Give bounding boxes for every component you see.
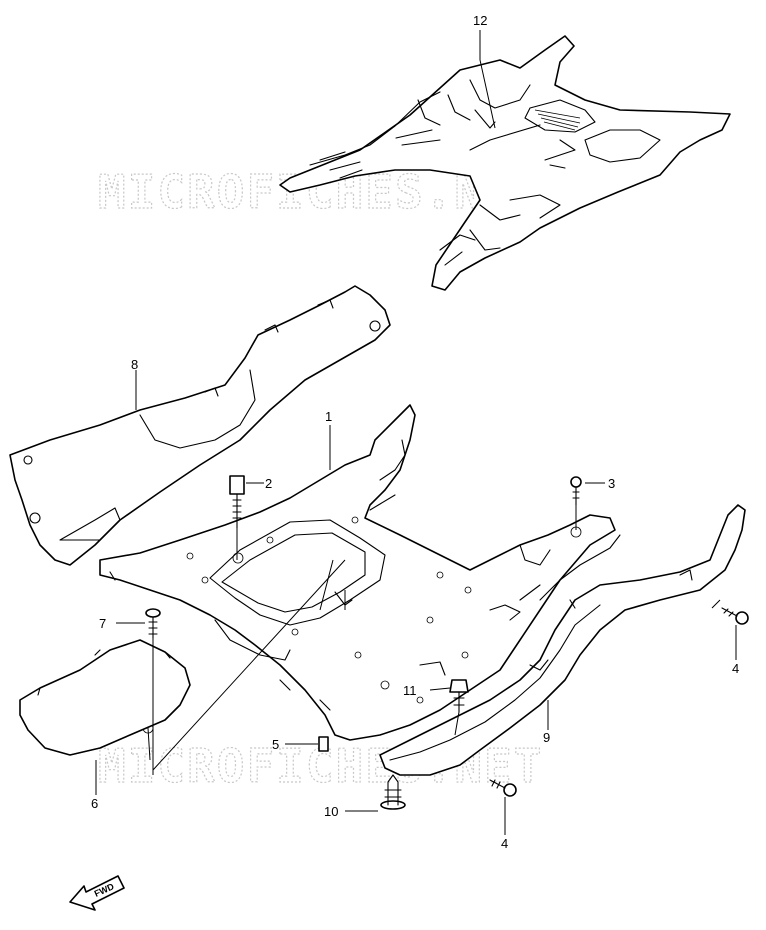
part-12-floor-mat <box>279 35 731 291</box>
part-6-lid-cover <box>19 639 191 756</box>
screw-3-icon <box>570 476 582 506</box>
callout-8: 8 <box>131 357 138 372</box>
part-1-floor-panel <box>99 404 616 741</box>
callout-4-bottom: 4 <box>501 836 508 851</box>
leader-lines <box>95 30 737 835</box>
callout-1: 1 <box>325 409 332 424</box>
fwd-arrow-icon: FWD <box>69 875 125 911</box>
callout-5: 5 <box>272 737 279 752</box>
rivet-10-icon <box>380 774 406 810</box>
callout-9: 9 <box>543 730 550 745</box>
part-8-side-cover <box>9 285 391 566</box>
callout-12: 12 <box>473 13 487 28</box>
callout-6: 6 <box>91 796 98 811</box>
callout-4-right: 4 <box>732 661 739 676</box>
clip-11-icon <box>449 679 469 713</box>
callout-11: 11 <box>403 683 417 698</box>
callout-2: 2 <box>265 476 272 491</box>
screw-4-right-icon <box>721 607 749 625</box>
part-9-side-frame <box>379 504 746 776</box>
nut-5-icon <box>318 736 329 752</box>
callouts: 12 8 1 2 3 7 4 11 9 5 6 10 4 <box>91 13 739 851</box>
screw-7-icon <box>145 608 161 639</box>
screw-4-bottom-icon <box>489 779 517 797</box>
screw-2-icon <box>229 475 245 529</box>
callout-7: 7 <box>99 616 106 631</box>
callout-3: 3 <box>608 476 615 491</box>
callout-10: 10 <box>324 804 338 819</box>
